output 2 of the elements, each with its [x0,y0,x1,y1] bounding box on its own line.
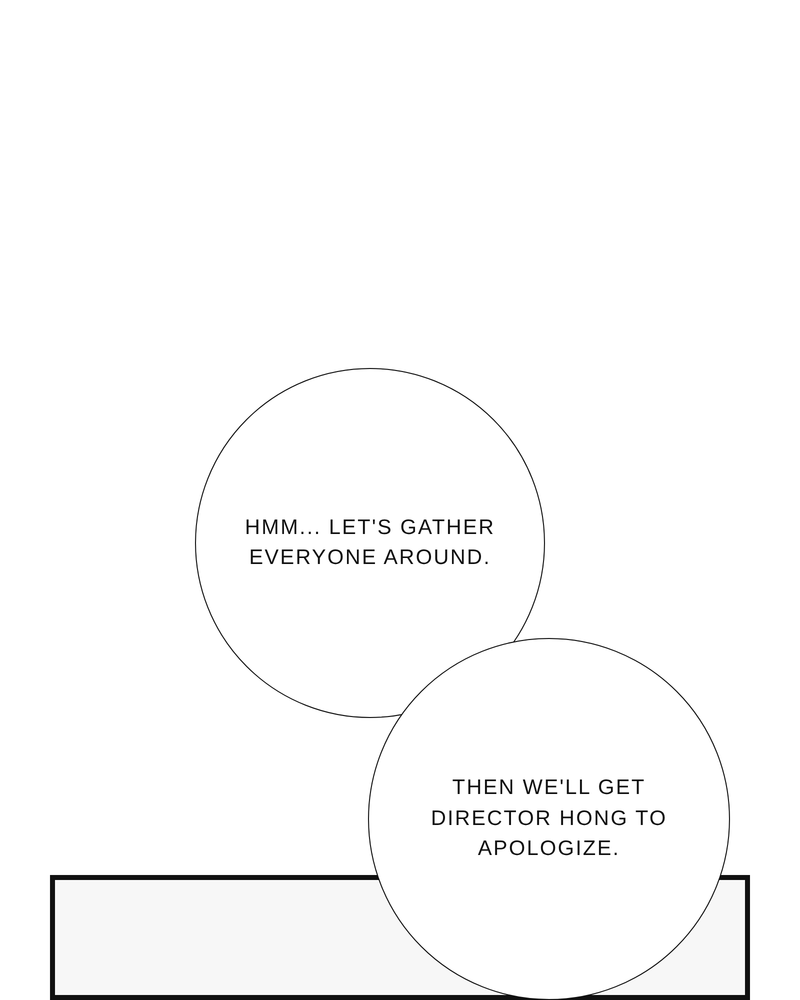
dialogue-text: THEN WE'LL GET DIRECTOR HONG TO APOLOGIZE. [430,775,668,862]
dialogue-text: HMM... LET'S GATHER EVERYONE AROUND. [244,514,496,571]
